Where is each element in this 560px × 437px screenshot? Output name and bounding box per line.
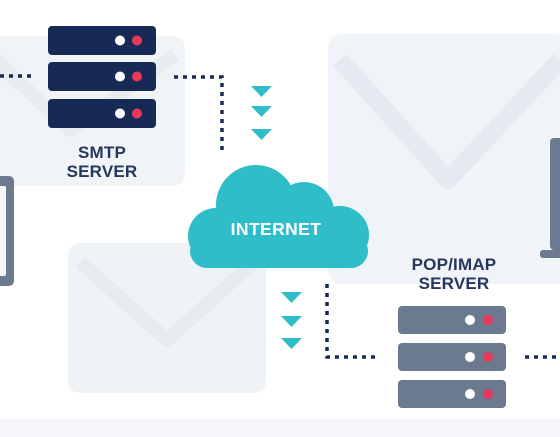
arrows-down-top: [251, 86, 272, 140]
dotted-connectors: [0, 74, 560, 359]
pop-label-line2: SERVER: [419, 274, 490, 293]
triangle-down-icon: [281, 316, 302, 327]
triangle-down-icon: [281, 292, 302, 303]
internet-label: INTERNET: [231, 219, 322, 239]
triangle-down-icon: [251, 106, 272, 117]
smtp-label-line1: SMTP: [78, 143, 126, 162]
smtp-server-unit: [48, 26, 156, 55]
envelope-icon-large: [328, 34, 560, 284]
pop-server-unit: [398, 306, 506, 334]
pop-label-line1: POP/IMAP: [412, 255, 497, 274]
pop-server-unit: [398, 380, 506, 408]
laptop-device-icon: [540, 138, 560, 258]
connector-internet-to-pop: [325, 284, 378, 359]
smtp-label-line2: SERVER: [67, 162, 138, 181]
smtp-server-icon: [48, 26, 156, 128]
smtp-server-unit: [48, 62, 156, 91]
triangle-down-icon: [281, 338, 302, 349]
envelope-icon-bottom: [68, 243, 266, 393]
pop-server-icon: [398, 306, 506, 408]
pop-server-unit: [398, 343, 506, 371]
smtp-server-unit: [48, 99, 156, 128]
connector-smtp-to-internet: [174, 75, 224, 152]
cloud-icon: [188, 165, 369, 268]
tablet-device-icon: [0, 176, 14, 286]
arrows-down-bottom: [281, 292, 302, 349]
triangle-down-icon: [251, 86, 272, 97]
bottom-band: [0, 418, 560, 437]
triangle-down-icon: [251, 129, 272, 140]
